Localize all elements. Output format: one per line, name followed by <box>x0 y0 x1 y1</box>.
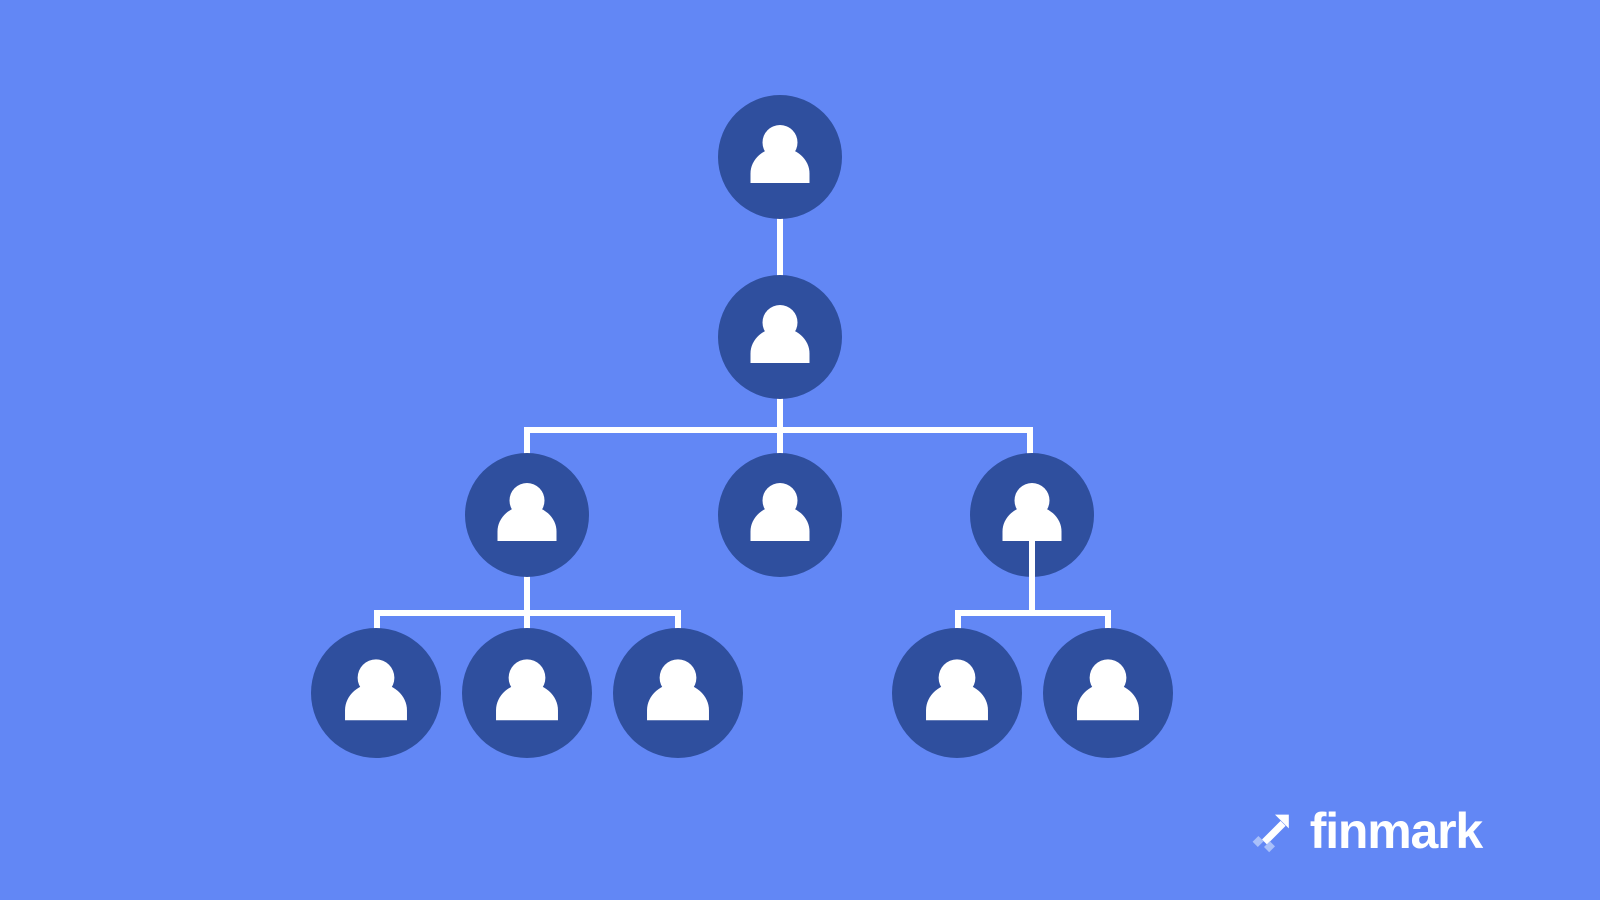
org-node-level3-right[interactable] <box>970 453 1094 577</box>
brand-name: finmark <box>1309 803 1483 859</box>
rising-arrow-icon <box>1252 814 1289 853</box>
brand-logo[interactable]: finmark <box>1250 800 1483 862</box>
org-node-manager[interactable] <box>718 275 842 399</box>
org-node-level3-left[interactable] <box>465 453 589 577</box>
org-node-leaf-3[interactable] <box>613 628 743 758</box>
org-node-leaf-1[interactable] <box>311 628 441 758</box>
org-node-leaf-4[interactable] <box>892 628 1022 758</box>
org-node-leaf-2[interactable] <box>462 628 592 758</box>
org-node-level3-center[interactable] <box>718 453 842 577</box>
org-node-leaf-5[interactable] <box>1043 628 1173 758</box>
node-group <box>311 95 1173 758</box>
org-node-root[interactable] <box>718 95 842 219</box>
